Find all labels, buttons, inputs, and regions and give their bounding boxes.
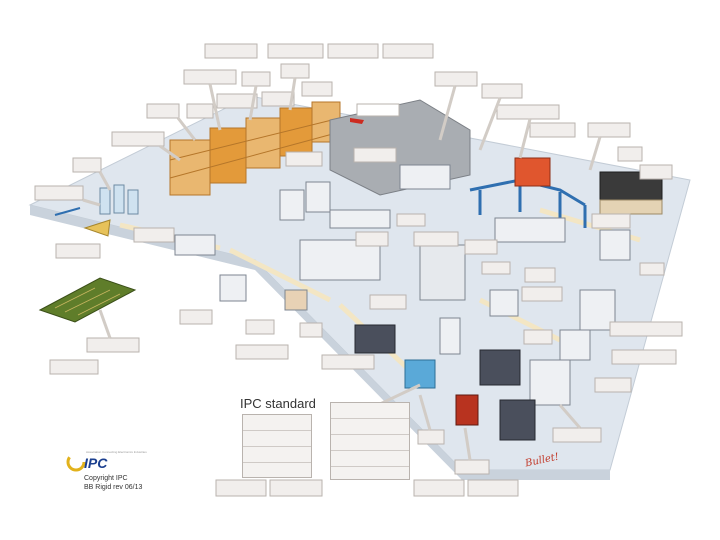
callout-label [413, 479, 465, 497]
pcb-board [38, 277, 137, 323]
callout-label [464, 239, 498, 255]
legend-box [242, 414, 312, 478]
callout-label [245, 319, 275, 335]
storage-racks [169, 101, 341, 196]
callout-label [454, 459, 490, 475]
callout-label [280, 63, 310, 79]
callout-label [594, 377, 632, 393]
revision-line: BB Rigid rev 06/13 [84, 484, 143, 491]
callout-label [524, 267, 556, 283]
callout-label [496, 104, 560, 120]
callout-label [481, 261, 511, 275]
chemical-tanks [54, 184, 139, 237]
callout-label [204, 43, 258, 59]
callout-label [183, 69, 237, 85]
legend-row [243, 431, 311, 447]
callout-label [216, 93, 258, 109]
callout-label [609, 321, 683, 337]
callout-label [467, 479, 519, 497]
test-cabinet [455, 394, 479, 426]
process-machines [174, 164, 631, 406]
callout-label [34, 185, 84, 201]
callout-label [481, 83, 523, 99]
callout-label [417, 429, 445, 445]
callout-labels [34, 43, 683, 497]
callout-label [235, 344, 289, 360]
callout-label [521, 286, 563, 302]
callout-label [267, 43, 324, 59]
callout-label [301, 81, 333, 97]
callout-label [382, 43, 434, 59]
ipc-logo-icon [66, 452, 86, 472]
inspection-station [404, 359, 436, 389]
callout-label [49, 359, 99, 375]
plating-machine [514, 157, 551, 187]
callout-label [396, 213, 426, 227]
callout-label [434, 71, 478, 87]
callout-label [321, 354, 375, 370]
standards-list-box [330, 402, 410, 480]
red-arrow [350, 118, 364, 124]
legend-row [243, 463, 311, 479]
copyright-text: Copyright IPC BB Rigid rev 06/13 [84, 474, 142, 492]
legend-title: IPC standard [240, 396, 316, 411]
callout-label [86, 337, 140, 353]
callout-label [639, 262, 665, 276]
callout-label [617, 146, 643, 162]
copyright-line: Copyright IPC [84, 475, 128, 482]
callout-label [413, 231, 459, 247]
callout-label [299, 322, 323, 338]
callout-label [611, 349, 677, 365]
callout-label [353, 147, 397, 163]
callout-label [72, 157, 102, 173]
ipc-logo-text: IPC [84, 455, 108, 471]
callout-label [146, 103, 180, 119]
callout-label [55, 243, 101, 259]
legend-row [243, 447, 311, 463]
callout-label [552, 427, 602, 443]
callout-label [356, 103, 400, 117]
callout-label [639, 164, 673, 180]
legend-row [331, 451, 409, 467]
callout-label [269, 479, 323, 497]
callout-label [241, 71, 271, 87]
legend-row [331, 419, 409, 435]
callout-label [179, 309, 213, 325]
callout-label [523, 329, 553, 345]
legend-row [331, 435, 409, 451]
callout-label [111, 131, 165, 147]
callout-label [133, 227, 175, 243]
callout-label [369, 294, 407, 310]
callout-label [186, 103, 214, 119]
callout-label [591, 213, 631, 229]
callout-label [215, 479, 267, 497]
dark-machines [354, 324, 536, 441]
callout-label [327, 43, 379, 59]
callout-label [529, 122, 576, 138]
legend-row [243, 415, 311, 431]
legend-row [331, 403, 409, 419]
callout-label [355, 231, 389, 247]
leader-lines [82, 77, 602, 461]
callout-label [285, 151, 323, 167]
logo-tagline: Association Connecting Electronics Indus… [86, 450, 147, 454]
callout-label [587, 122, 631, 138]
callout-label [261, 91, 295, 107]
